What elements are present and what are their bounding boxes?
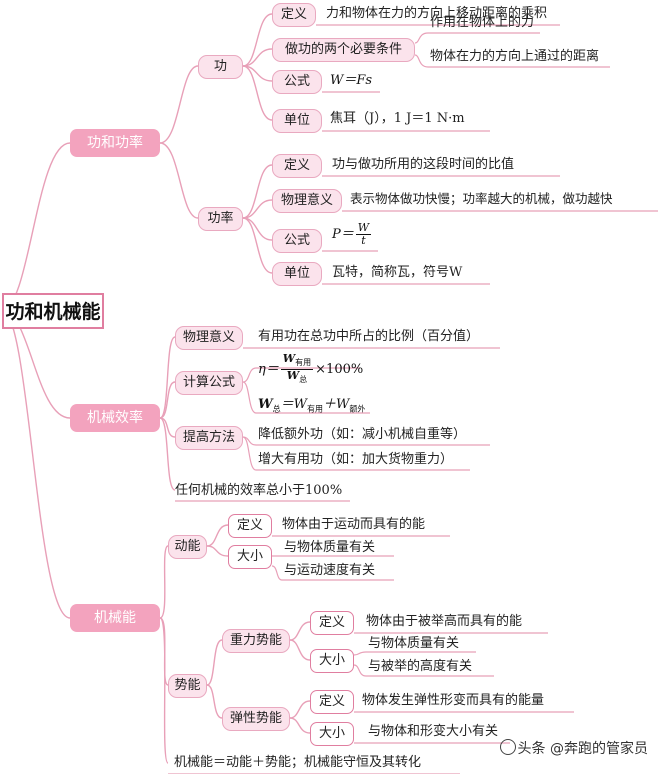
- work-def-text: 力和物体在力的方向上移动距离的乘积: [326, 6, 548, 21]
- kinetic-def-text: 物体由于运动而具有的能: [282, 517, 426, 532]
- topic-work-and-power: 功和功率: [70, 129, 160, 157]
- power-unit-label: 单位: [272, 262, 322, 286]
- eta-den: W总: [286, 369, 308, 385]
- power-def-label: 定义: [272, 154, 322, 178]
- power-formula-den: t: [361, 234, 366, 247]
- eff-improve-label: 提高方法: [175, 426, 243, 450]
- work-unit-label: 单位: [272, 109, 322, 133]
- eff-calc-label: 计算公式: [175, 371, 243, 395]
- camera-icon: [499, 739, 516, 755]
- gravity-def-label: 定义: [310, 611, 354, 635]
- eta-num: W有用: [280, 353, 314, 371]
- root-topic: 功和机械能: [2, 293, 104, 329]
- elastic-def-label: 定义: [310, 690, 354, 714]
- power-def-text: 功与做功所用的这段时间的比值: [332, 157, 515, 172]
- gravity-def-text: 物体由于被举高而具有的能: [366, 614, 523, 629]
- eff-meaning-label: 物理意义: [175, 326, 243, 350]
- eff-note: 任何机械的效率总小于100%: [175, 483, 343, 498]
- eff-total-work-formula: W总＝W有用＋W额外: [258, 397, 366, 414]
- kinetic-size-2: 与运动速度有关: [284, 563, 376, 578]
- gravity-size-label: 大小: [310, 649, 354, 673]
- power-unit-text: 瓦特，简称瓦，符号W: [332, 265, 463, 280]
- work-formula: W＝Fs: [330, 73, 373, 88]
- node-elastic-potential: 弹性势能: [222, 707, 290, 731]
- power-formula-label: 公式: [272, 229, 322, 253]
- eta-rhs: ×100%: [315, 362, 364, 378]
- gravity-size-2: 与被举的高度有关: [368, 659, 473, 674]
- kinetic-size-label: 大小: [228, 545, 272, 569]
- topic-mechanical-efficiency: 机械效率: [70, 404, 160, 432]
- topic-mechanical-energy: 机械能: [70, 604, 160, 632]
- work-def-label: 定义: [272, 3, 316, 27]
- watermark: 头条 @奔跑的管家员: [499, 738, 648, 758]
- kinetic-size-1: 与物体质量有关: [284, 540, 376, 555]
- power-meaning-label: 物理意义: [272, 189, 342, 213]
- elastic-size-1: 与物体和形变大小有关: [368, 724, 499, 739]
- gravity-size-1: 与物体质量有关: [368, 636, 460, 651]
- work-formula-label: 公式: [272, 70, 322, 94]
- node-work: 功: [198, 55, 243, 79]
- power-meaning-text: 表示物体做功快慢；功率越大的机械，做功越快: [350, 191, 613, 206]
- node-kinetic-energy: 动能: [168, 535, 207, 559]
- work-unit-text: 焦耳（J），1 J＝1 N·m: [330, 111, 465, 126]
- elastic-size-label: 大小: [310, 722, 354, 746]
- eff-improve-1: 降低额外功（如：减小机械自重等）: [258, 427, 467, 442]
- work-cond-1: 作用在物体上的力: [430, 15, 535, 30]
- work-cond-2: 物体在力的方向上通过的距离: [430, 49, 600, 64]
- power-formula-num: W: [355, 221, 372, 235]
- eff-improve-2: 增大有用功（如：加大货物重力）: [258, 452, 454, 467]
- node-potential-energy: 势能: [168, 674, 207, 698]
- elastic-def-text: 物体发生弹性形变而具有的能量: [362, 693, 545, 708]
- work-cond-label: 做功的两个必要条件: [272, 38, 415, 62]
- mech-energy-note: 机械能＝动能＋势能；机械能守恒及其转化: [174, 755, 422, 770]
- kinetic-def-label: 定义: [228, 514, 272, 538]
- eff-meaning-text: 有用功在总功中所占的比例（百分值）: [258, 329, 480, 344]
- power-formula-lhs: P＝: [332, 227, 354, 242]
- node-power: 功率: [198, 207, 243, 231]
- watermark-text: 头条 @奔跑的管家员: [517, 741, 648, 757]
- eta-lhs: η＝: [258, 362, 279, 378]
- node-gravity-potential: 重力势能: [222, 629, 290, 653]
